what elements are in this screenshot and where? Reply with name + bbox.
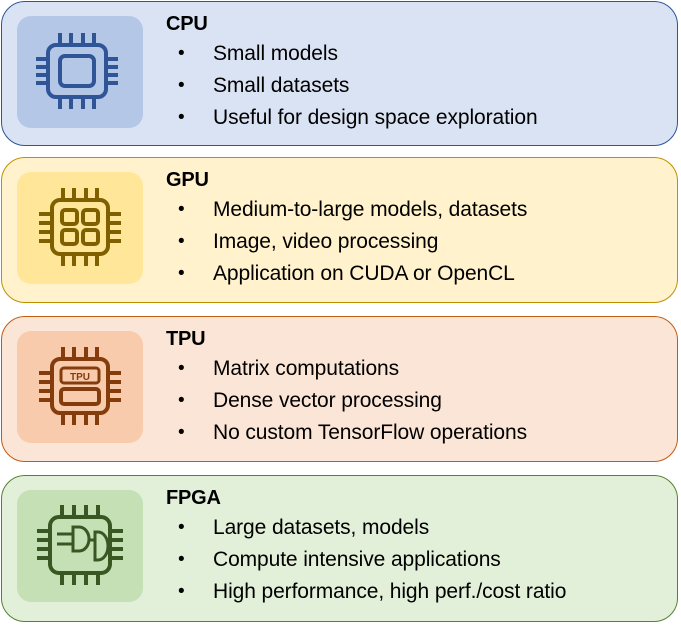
tpu-icon-label: TPU xyxy=(70,372,90,383)
bullet-icon: • xyxy=(178,358,185,379)
tpu-panel: TPU TPU •Matrix computations •Dense vect… xyxy=(1,316,678,462)
tpu-description: TPU •Matrix computations •Dense vector p… xyxy=(162,327,667,449)
fpga-logic-gate-chip-icon xyxy=(37,505,123,585)
gpu-description: GPU •Medium-to-large models, datasets •I… xyxy=(162,168,667,290)
list-item: •Dense vector processing xyxy=(162,385,667,417)
list-item: •No custom TensorFlow operations xyxy=(162,417,667,449)
fpga-icon-tile xyxy=(17,490,143,602)
bullet-icon: • xyxy=(178,107,185,128)
bullet-icon: • xyxy=(178,517,185,538)
list-item: •Matrix computations xyxy=(162,353,667,385)
list-item: •Small datasets xyxy=(162,70,667,102)
bullet-icon: • xyxy=(178,390,185,411)
fpga-description: FPGA •Large datasets, models •Compute in… xyxy=(162,486,667,608)
tpu-bullet-list: •Matrix computations •Dense vector proce… xyxy=(162,353,667,449)
tpu-title: TPU xyxy=(166,328,206,350)
bullet-icon: • xyxy=(178,422,185,443)
bullet-icon: • xyxy=(178,231,185,252)
gpu-bullet-list: •Medium-to-large models, datasets •Image… xyxy=(162,194,667,290)
cpu-bullet-list: •Small models •Small datasets •Useful fo… xyxy=(162,38,667,134)
bullet-icon: • xyxy=(178,263,185,284)
gpu-panel: GPU •Medium-to-large models, datasets •I… xyxy=(1,157,678,303)
list-item: •Small models xyxy=(162,38,667,70)
fpga-panel: FPGA •Large datasets, models •Compute in… xyxy=(1,475,678,622)
cpu-chip-icon xyxy=(36,33,118,109)
list-item: •High performance, high perf./cost ratio xyxy=(162,576,667,608)
tpu-icon-tile: TPU xyxy=(17,331,143,443)
bullet-icon: • xyxy=(178,43,185,64)
fpga-title: FPGA xyxy=(166,487,221,509)
bullet-icon: • xyxy=(178,549,185,570)
cpu-title: CPU xyxy=(166,13,208,35)
tpu-chip-icon: TPU xyxy=(39,347,121,425)
list-item: •Compute intensive applications xyxy=(162,544,667,576)
gpu-icon-tile xyxy=(17,172,143,284)
cpu-icon-tile xyxy=(17,16,143,128)
cpu-description: CPU •Small models •Small datasets •Usefu… xyxy=(162,12,667,134)
list-item: •Useful for design space exploration xyxy=(162,102,667,134)
list-item: •Medium-to-large models, datasets xyxy=(162,194,667,226)
gpu-chip-icon xyxy=(39,188,121,266)
bullet-icon: • xyxy=(178,199,185,220)
cpu-panel: CPU •Small models •Small datasets •Usefu… xyxy=(1,1,678,146)
gpu-title: GPU xyxy=(166,169,209,191)
list-item: •Image, video processing xyxy=(162,226,667,258)
list-item: •Application on CUDA or OpenCL xyxy=(162,258,667,290)
fpga-bullet-list: •Large datasets, models •Compute intensi… xyxy=(162,512,667,608)
bullet-icon: • xyxy=(178,581,185,602)
bullet-icon: • xyxy=(178,75,185,96)
list-item: •Large datasets, models xyxy=(162,512,667,544)
